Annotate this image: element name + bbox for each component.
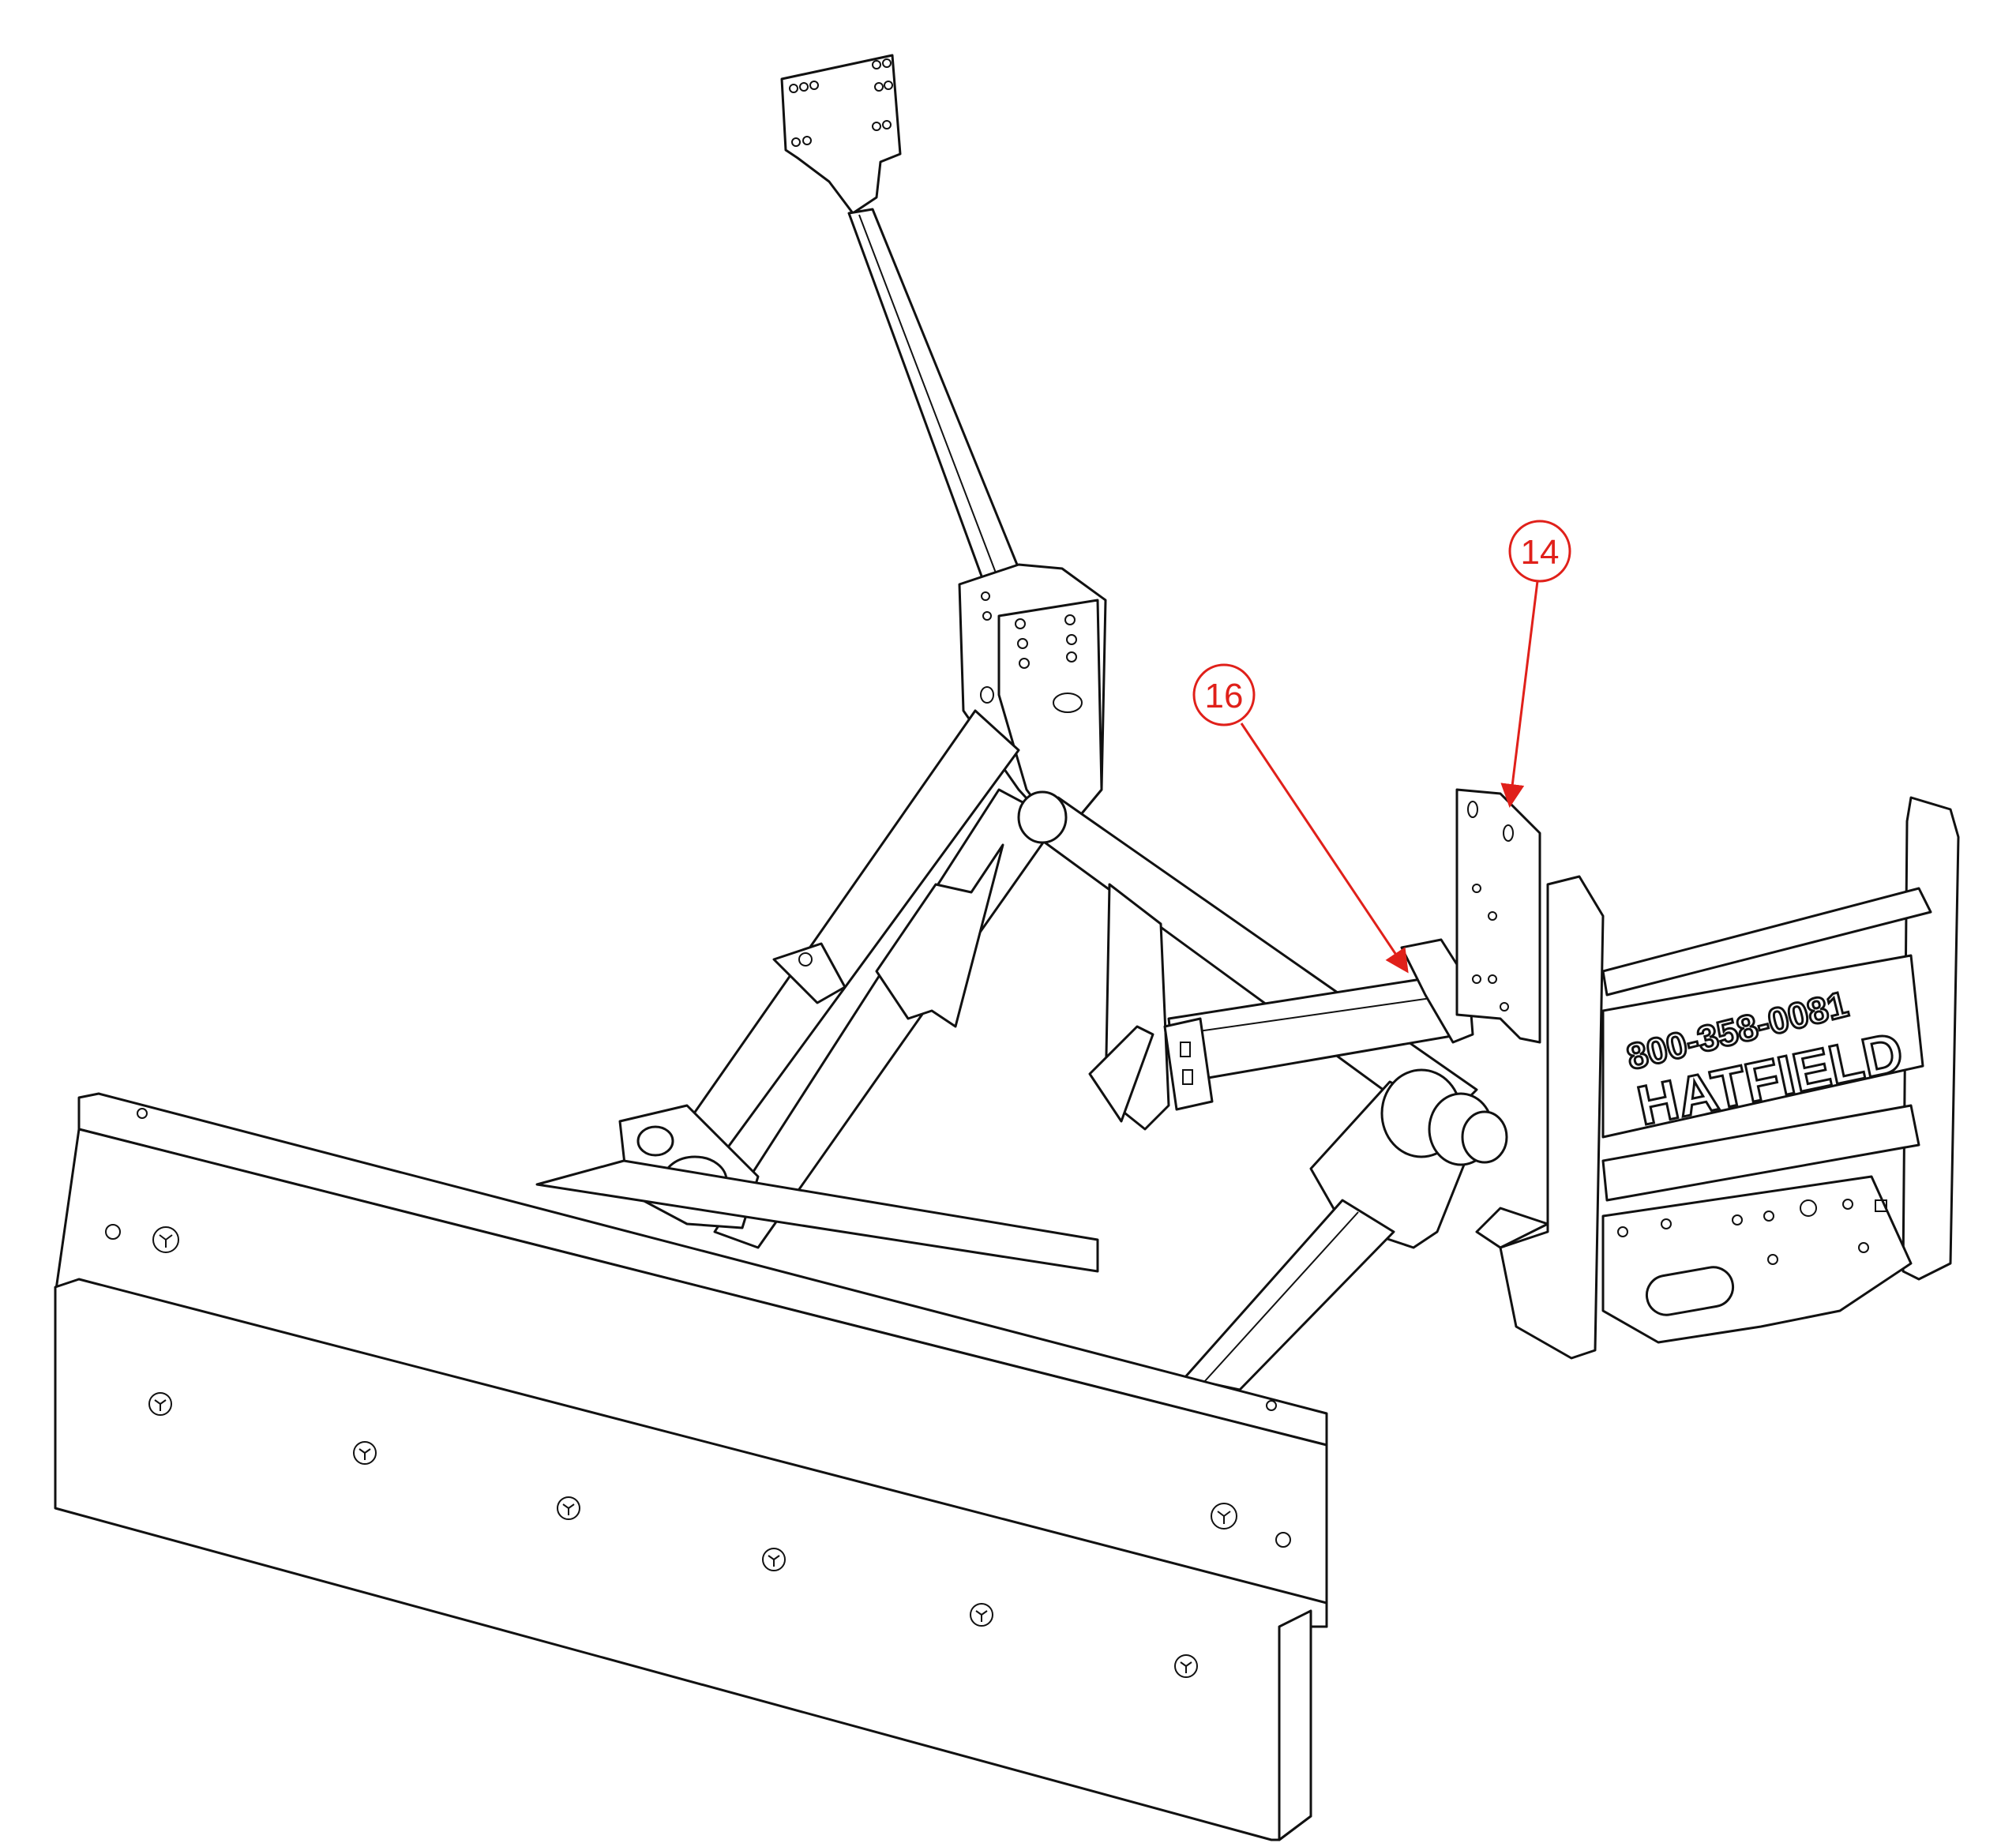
- lower-arm: [535, 1159, 1395, 1391]
- lift-arms: [654, 709, 1060, 1249]
- blade-bolts: [148, 1226, 1237, 1678]
- hitch-frame: [1499, 796, 1960, 1360]
- moldboard-lower: [54, 1278, 1328, 1841]
- callout-16-label: 16: [1205, 677, 1244, 715]
- diagonal-brace: [847, 208, 1020, 582]
- moldboard-upper: [54, 1092, 1328, 1628]
- hitch-plate: [1455, 788, 1541, 1044]
- crossbar: [1163, 938, 1474, 1111]
- callout-14-label: 14: [1521, 533, 1560, 572]
- top-link-bracket: [780, 54, 902, 215]
- a-frame-mast: [958, 563, 1107, 839]
- callout-14[interactable]: 14: [1500, 520, 1571, 808]
- callout-16[interactable]: 16: [1192, 663, 1409, 974]
